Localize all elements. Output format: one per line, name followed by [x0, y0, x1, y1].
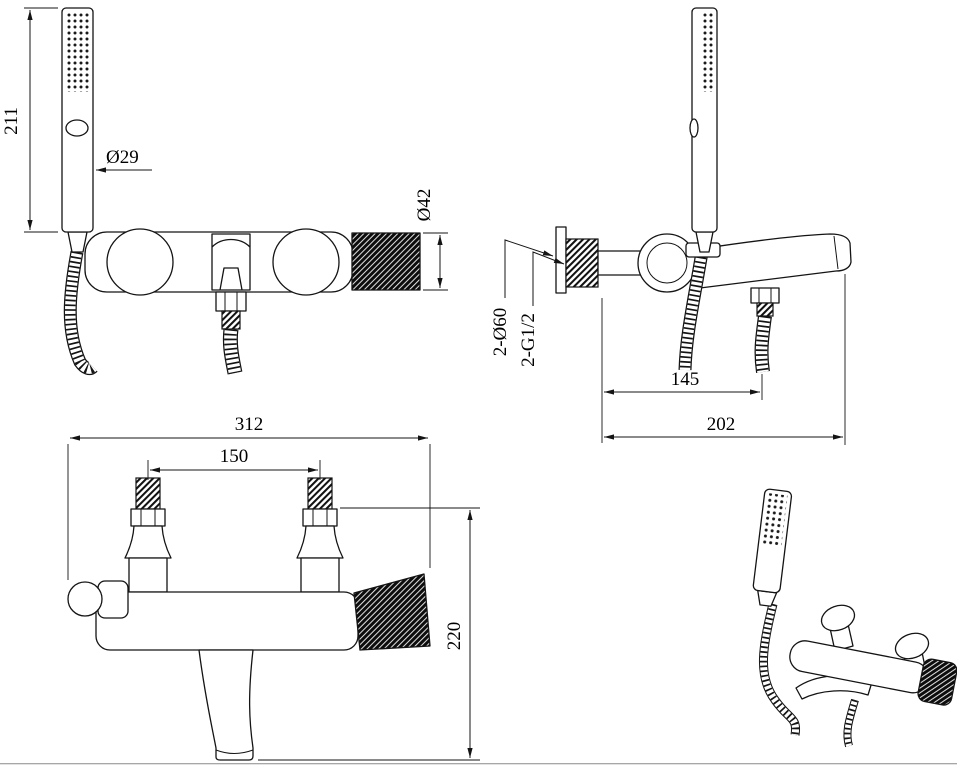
side-spray-face — [702, 12, 714, 92]
dim-inlet-centers-150: 150 — [147, 446, 321, 480]
side-handshower — [689, 7, 718, 253]
dim-label-o42: Ø42 — [414, 189, 435, 222]
side-outlet-hose — [754, 315, 772, 374]
side-shower-hose — [678, 250, 709, 371]
front-diverter — [211, 233, 251, 291]
inlet-thread-left — [135, 477, 161, 510]
view-front: 211 Ø29 Ø42 — [1, 7, 448, 376]
plan-diverter-knob — [67, 581, 103, 617]
dim-label-202: 202 — [707, 414, 736, 435]
front-wand-connector — [67, 231, 88, 253]
side-thread-block — [565, 238, 599, 288]
iso-escutcheon-left — [820, 604, 856, 652]
iso-shower-hose — [758, 602, 801, 736]
side-spout — [697, 233, 852, 289]
plan-spout — [198, 649, 254, 761]
dim-flange-2-o60: 2-Ø60 — [490, 239, 554, 357]
front-wand-button — [65, 119, 89, 137]
side-hose-union — [750, 287, 780, 317]
front-spray-face — [65, 12, 90, 92]
front-handshower — [61, 7, 98, 376]
side-wall-union — [555, 226, 643, 294]
side-supply-pipe — [597, 250, 643, 276]
front-thread-stub — [221, 310, 241, 330]
dim-overall-depth-202: 202 — [604, 274, 846, 445]
dim-thread-2-g12: 2-G1/2 — [518, 251, 565, 367]
dim-label-2-g12: 2-G1/2 — [518, 313, 539, 367]
dim-label-220: 220 — [444, 622, 465, 651]
iso-under-hose — [843, 698, 859, 748]
dim-label-o29: Ø29 — [106, 147, 139, 168]
plan-mixer-body — [67, 573, 431, 761]
inlet-thread-right — [307, 477, 333, 510]
front-center-hose — [222, 328, 243, 375]
iso-spray-face — [762, 493, 788, 548]
inlet-union-left — [124, 477, 172, 593]
dim-overall-height-220: 220 — [258, 507, 480, 761]
inlet-union-right — [296, 477, 344, 593]
side-thread-stub — [756, 302, 774, 317]
iso-handle-knob — [917, 658, 957, 706]
dim-overall-height-211: 211 — [1, 7, 58, 233]
dim-wall-to-hose-145: 145 — [601, 298, 763, 443]
dim-label-211: 211 — [1, 107, 22, 135]
side-wand-button — [689, 118, 699, 138]
view-side: 2-Ø60 2-G1/2 145 202 — [490, 7, 852, 445]
plan-handle-knob — [353, 573, 431, 651]
side-wall-plate — [555, 226, 567, 294]
dim-overall-width-312: 312 — [67, 414, 431, 580]
dim-label-2-o60: 2-Ø60 — [490, 308, 511, 357]
view-perspective — [752, 488, 957, 748]
dim-label-312: 312 — [235, 414, 264, 435]
dim-handshower-dia-29: Ø29 — [96, 147, 152, 173]
iso-handshower — [752, 488, 793, 607]
front-shower-hose — [63, 250, 98, 376]
front-hose-union — [215, 291, 247, 330]
dim-body-end-dia-42: Ø42 — [414, 189, 448, 291]
front-escutcheon-right — [272, 228, 340, 296]
front-handle-knob — [351, 232, 421, 291]
dim-label-145: 145 — [671, 369, 700, 390]
front-mixer-body — [84, 228, 421, 375]
front-escutcheon-left — [106, 228, 174, 296]
view-plan: 312 150 220 — [67, 414, 480, 761]
iso-mixer-body — [789, 640, 957, 706]
dim-label-150: 150 — [220, 446, 249, 467]
